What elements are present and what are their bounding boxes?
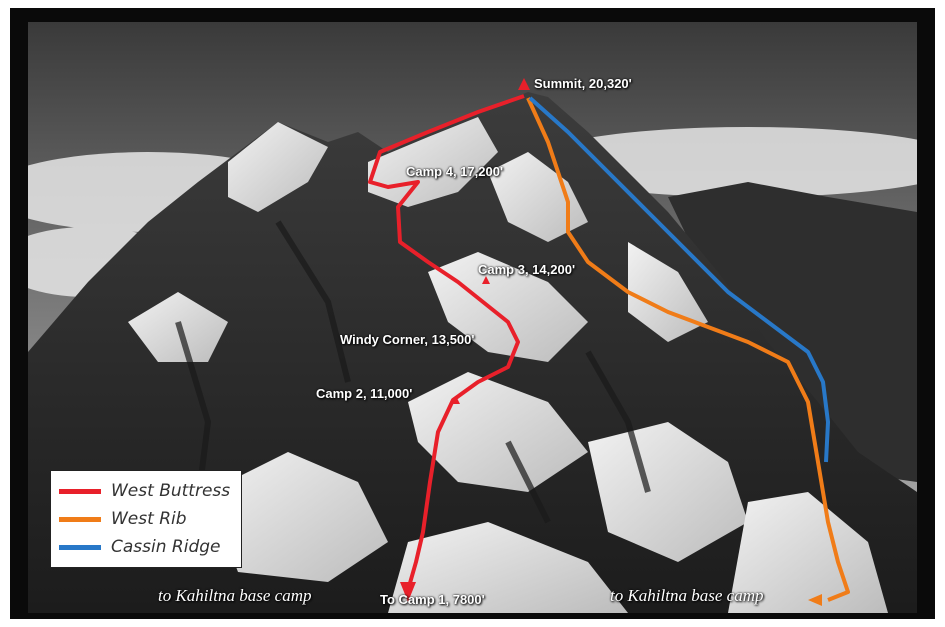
summit-marker [518, 78, 530, 90]
east-ridge [668, 182, 917, 482]
cassin-ridge-route [528, 96, 830, 463]
legend-item-west-buttress: West Buttress [59, 479, 230, 503]
legend-swatch-west-buttress [59, 488, 101, 494]
legend-item-west-rib: West Rib [59, 507, 187, 531]
camp2-marker [452, 396, 460, 404]
west-rib-arrow [808, 594, 822, 606]
camp3-label: Camp 3, 14,200' [478, 262, 576, 277]
west-buttress-arrow [400, 582, 416, 602]
legend-item-cassin-ridge: Cassin Ridge [59, 535, 220, 559]
legend-label: West Rib [111, 509, 187, 529]
windy-corner-label: Windy Corner, 13,500' [340, 332, 475, 347]
base-camp-left-label: to Kahiltna base camp [158, 586, 312, 605]
west-buttress-route [368, 94, 525, 591]
mountain-photo: Summit, 20,320' Camp 4, 17,200' Camp 3, … [28, 22, 917, 613]
mountain-illustration [28, 22, 917, 613]
legend-label: West Buttress [111, 481, 231, 501]
camp3-marker [482, 276, 490, 284]
base-camp-right-label: to Kahiltna base camp [610, 586, 764, 605]
west-rib-route [526, 97, 850, 602]
legend-swatch-west-rib [59, 516, 101, 522]
camp1-label: To Camp 1, 7800' [380, 592, 485, 607]
camp2-label: Camp 2, 11,000' [316, 386, 413, 401]
camp4-label: Camp 4, 17,200' [406, 164, 504, 179]
legend-swatch-cassin-ridge [59, 544, 101, 550]
legend-label: Cassin Ridge [111, 537, 221, 557]
summit-label: Summit, 20,320' [534, 76, 632, 91]
route-legend: West Buttress West Rib Cassin Ridge [50, 470, 242, 568]
